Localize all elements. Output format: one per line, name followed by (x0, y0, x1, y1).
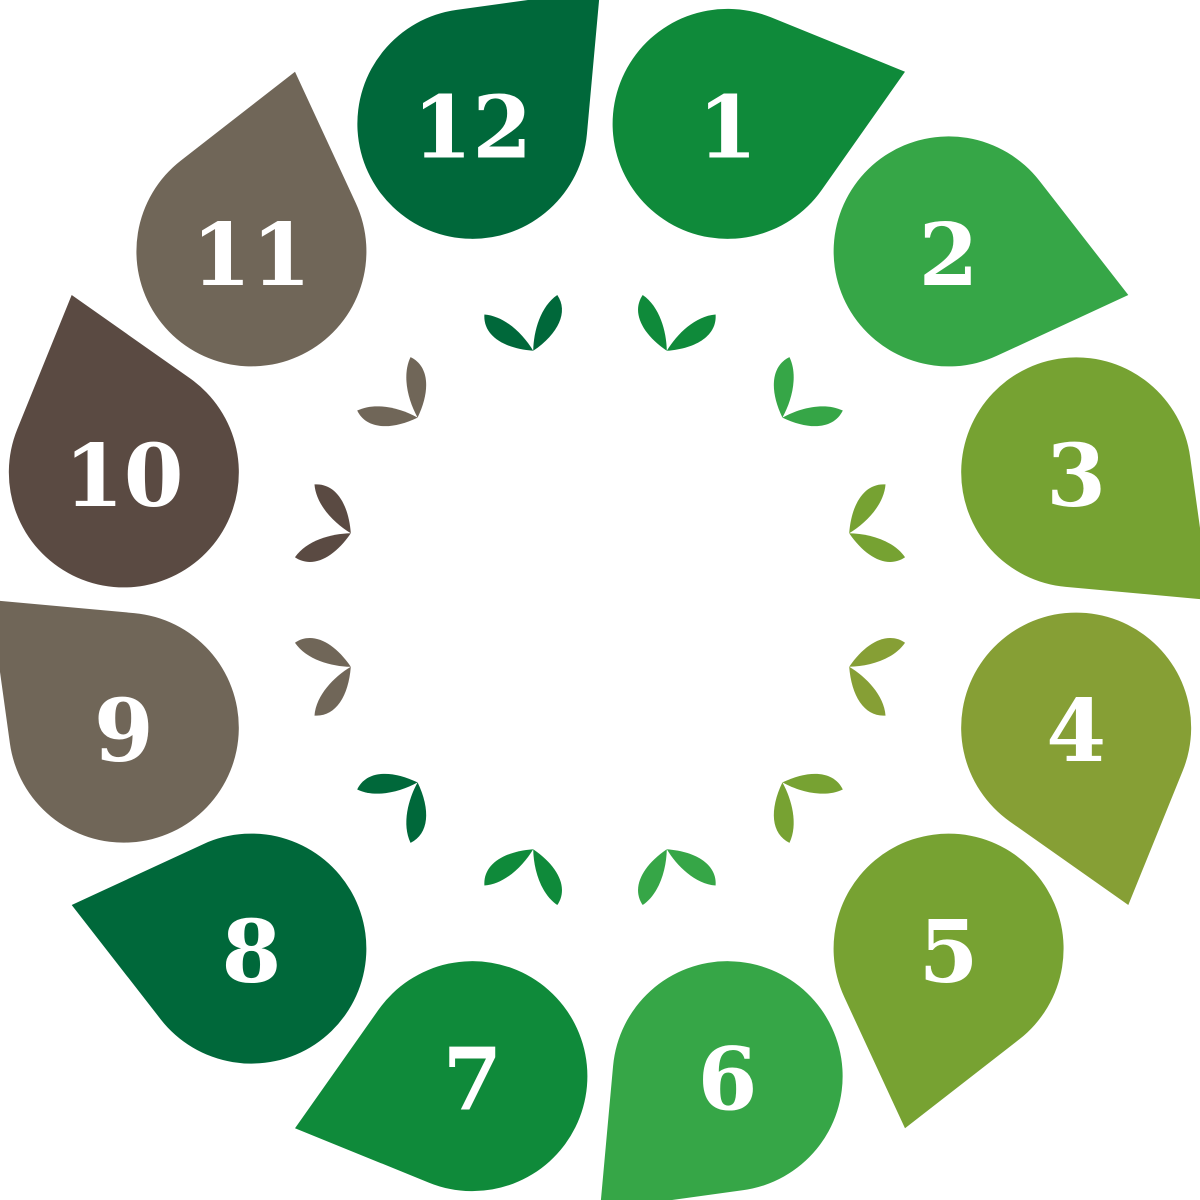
petal-3: 3 (961, 357, 1200, 600)
leaf-right (314, 484, 351, 534)
petal-shape (8, 295, 239, 588)
leaf-right (666, 314, 716, 351)
petal-11: 11 (136, 71, 367, 367)
sprout-6 (638, 849, 716, 906)
petal-shape (71, 833, 367, 1064)
petal-shape (0, 600, 239, 843)
leaf-left (638, 294, 667, 351)
petal-shape (833, 136, 1129, 367)
petal-number: 3 (1046, 426, 1106, 527)
leaf-right (294, 638, 351, 667)
sprout-2 (773, 357, 843, 427)
leaf-left (484, 314, 534, 351)
petal-shape (357, 0, 600, 239)
petal-4: 4 (961, 612, 1192, 905)
petal-number: 1 (698, 77, 758, 178)
sprout-5 (773, 773, 843, 843)
petal-number: 9 (94, 681, 154, 782)
petal-number: 2 (919, 205, 979, 306)
leaf-ring (294, 294, 906, 906)
petal-7: 7 (295, 961, 588, 1192)
petal-9: 9 (0, 600, 239, 843)
petal-5: 5 (833, 833, 1064, 1129)
leaf-right (533, 294, 562, 351)
leaf-right (484, 849, 534, 886)
petal-number: 11 (192, 205, 312, 306)
petal-number: 6 (698, 1030, 758, 1131)
petal-shape (961, 612, 1192, 905)
sprout-1 (638, 294, 716, 351)
petal-shape (600, 961, 843, 1200)
leaf-left (782, 773, 843, 794)
petal-number: 10 (64, 426, 184, 527)
leaf-right (849, 666, 886, 716)
petal-10: 10 (8, 295, 239, 588)
petal-shape (961, 357, 1200, 600)
leaf-left (314, 666, 351, 716)
petal-shape (136, 71, 367, 367)
leaf-left (849, 484, 886, 534)
leaf-left (849, 638, 906, 667)
leaf-right (782, 406, 843, 427)
leaf-left (406, 782, 427, 843)
sprout-11 (357, 357, 427, 427)
petal-6: 6 (600, 961, 843, 1200)
petal-2: 2 (833, 136, 1129, 367)
leaf-left (357, 406, 418, 427)
leaf-right (638, 849, 667, 906)
petal-number: 7 (442, 1030, 502, 1131)
sprout-8 (357, 773, 427, 843)
leaf-left (294, 533, 351, 562)
leaf-right (406, 357, 427, 418)
sprout-9 (294, 638, 351, 716)
petal-number: 5 (919, 902, 979, 1003)
petal-1: 1 (612, 8, 905, 239)
leaf-right (357, 773, 418, 794)
petal-8: 8 (71, 833, 367, 1064)
petal-shape (295, 961, 588, 1192)
sprout-10 (294, 484, 351, 562)
sprout-3 (849, 484, 906, 562)
sprout-7 (484, 849, 562, 906)
petal-12: 12 (357, 0, 600, 239)
leaf-left (533, 849, 562, 906)
sprout-12 (484, 294, 562, 351)
petal-number: 8 (221, 902, 281, 1003)
petal-number: 12 (413, 77, 533, 178)
leaf-left (773, 357, 794, 418)
petal-shape (833, 833, 1064, 1129)
sprout-4 (849, 638, 906, 716)
petal-number: 4 (1046, 681, 1106, 782)
leaf-right (849, 533, 906, 562)
leaf-right (773, 782, 794, 843)
leaf-left (666, 849, 716, 886)
petal-shape (612, 8, 905, 239)
